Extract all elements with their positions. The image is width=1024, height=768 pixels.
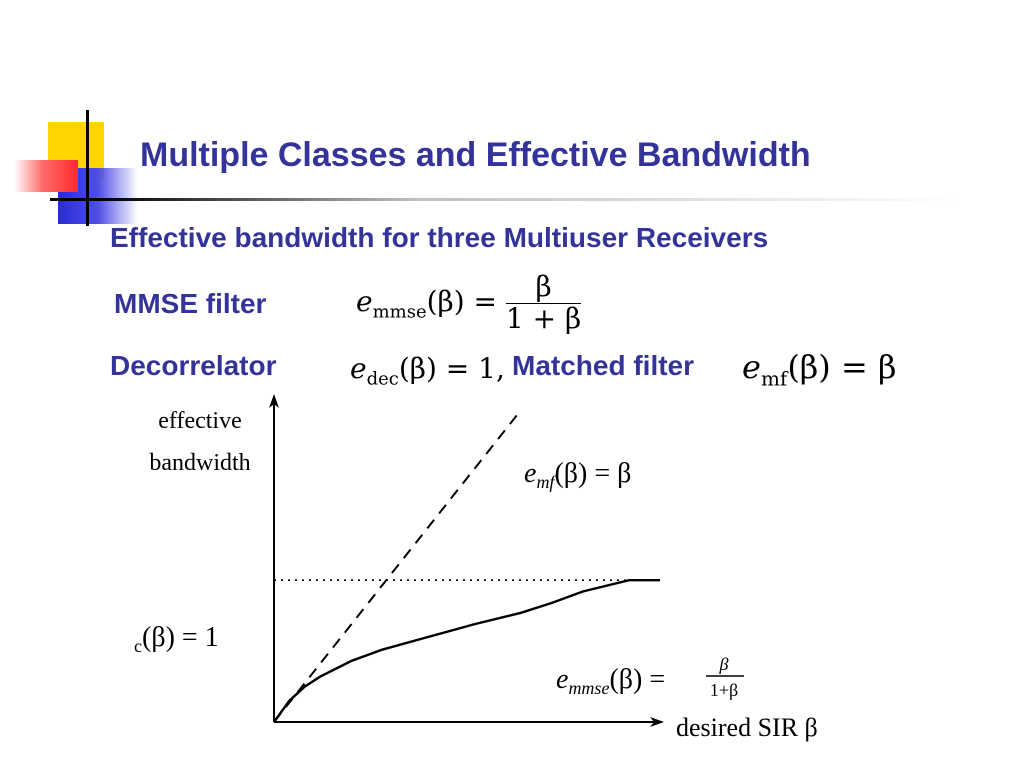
series-mmse-line (273, 579, 660, 723)
annotation-mmse-den: 1+β (710, 680, 738, 700)
logo-red-bar (14, 160, 78, 192)
annotation-mmse-num: β (719, 654, 729, 674)
mmse-filter-label: MMSE filter (114, 288, 267, 319)
annotation-dec: c(β) = 1 (134, 622, 219, 656)
decorrelator-label: Decorrelator (110, 350, 277, 381)
logo-vertical-line (86, 110, 89, 226)
slide-title: Multiple Classes and Effective Bandwidth (140, 136, 811, 174)
decorrelator-formula: edec(β) = 1, (350, 352, 505, 390)
y-axis-label-line-1: effective (158, 408, 242, 434)
series-mf-line (273, 409, 522, 723)
x-axis-label: desired SIR β (676, 713, 818, 742)
title-underline (50, 198, 960, 201)
matched-filter-label: Matched filter (512, 350, 695, 381)
annotation-mf: emf(β) = β (524, 458, 631, 492)
y-axis-label-line-2: bandwidth (149, 450, 250, 476)
slide-subtitle: Effective bandwidth for three Multiuser … (110, 222, 769, 253)
annotation-mmse: emmse(β) = (556, 664, 665, 698)
matched-filter-formula: emf(β) = β (742, 348, 897, 391)
